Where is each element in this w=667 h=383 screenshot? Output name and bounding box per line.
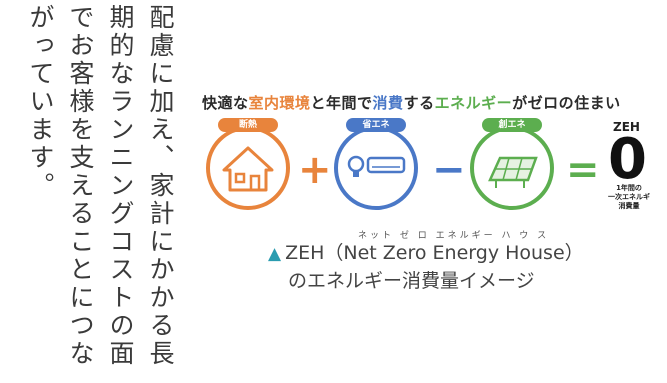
energy-saving-pill: 省エネ <box>346 118 406 132</box>
zeh-result-label: ZEH <box>613 120 640 134</box>
body-text-line: 配慮に加え、家計にかかる長 <box>146 4 175 368</box>
energy-saving-circle <box>334 126 418 210</box>
caption-line-2: のエネルギー消費量イメージ <box>288 270 535 292</box>
insulation-pill: 断熱 <box>218 118 278 132</box>
headline-text: する <box>403 94 435 112</box>
body-text-line: でお客様を支えることにつな <box>66 4 95 368</box>
energy-creation-pill: 創エネ <box>482 118 542 132</box>
solar-panel-icon <box>488 156 538 188</box>
body-text-line: がっています。 <box>26 4 55 200</box>
insulation-circle <box>206 126 290 210</box>
zeh-diagram: 断熱 + 省エネ − 創エネ = ZEH 0 1年間の 一次エネルギ <box>200 118 667 213</box>
headline-highlight: 消費 <box>372 94 404 112</box>
headline-text: がゼロの住まい <box>512 94 621 112</box>
house-icon <box>222 146 274 192</box>
caption-title: ZEH（Net Zero Energy House） <box>285 242 584 264</box>
insulation-label: 断熱 <box>238 120 257 130</box>
energy-creation-label: 創エネ <box>498 120 526 130</box>
caption-ruby: ネット ゼ ロ エネルギー ハ ウ ス <box>358 231 550 241</box>
lightbulb-aircon-icon <box>347 155 406 177</box>
headline-highlight: エネルギー <box>434 94 513 112</box>
equals-operator: = <box>566 147 600 193</box>
zero-note-line: 消費量 <box>618 202 640 210</box>
headline-text: 快適な <box>202 94 249 112</box>
zeh-headline: 快適な室内環境と年間で消費するエネルギーがゼロの住まい <box>202 92 667 113</box>
caption-line-1: ▲ZEH（Net Zero Energy House） <box>268 238 584 265</box>
zero-note-line: 一次エネルギ <box>608 193 650 201</box>
body-text-line: 期的なランニングコストの面 <box>106 4 135 368</box>
zero-value: 0 <box>608 127 647 192</box>
energy-creation-circle <box>470 126 554 210</box>
plus-operator: + <box>298 147 332 193</box>
zero-note-line: 1年間の <box>616 184 642 192</box>
zero-note: 1年間の 一次エネルギ 消費量 <box>604 184 654 211</box>
energy-saving-label: 省エネ <box>362 120 390 130</box>
body-text-vertical: 配慮に加え、家計にかかる長 期的なランニングコストの面 でお客様を支えることにつ… <box>2 4 180 376</box>
triangle-icon: ▲ <box>268 244 282 264</box>
minus-operator: − <box>432 147 466 193</box>
headline-highlight: 室内環境 <box>248 94 311 112</box>
headline-text: と年間で <box>310 94 373 112</box>
